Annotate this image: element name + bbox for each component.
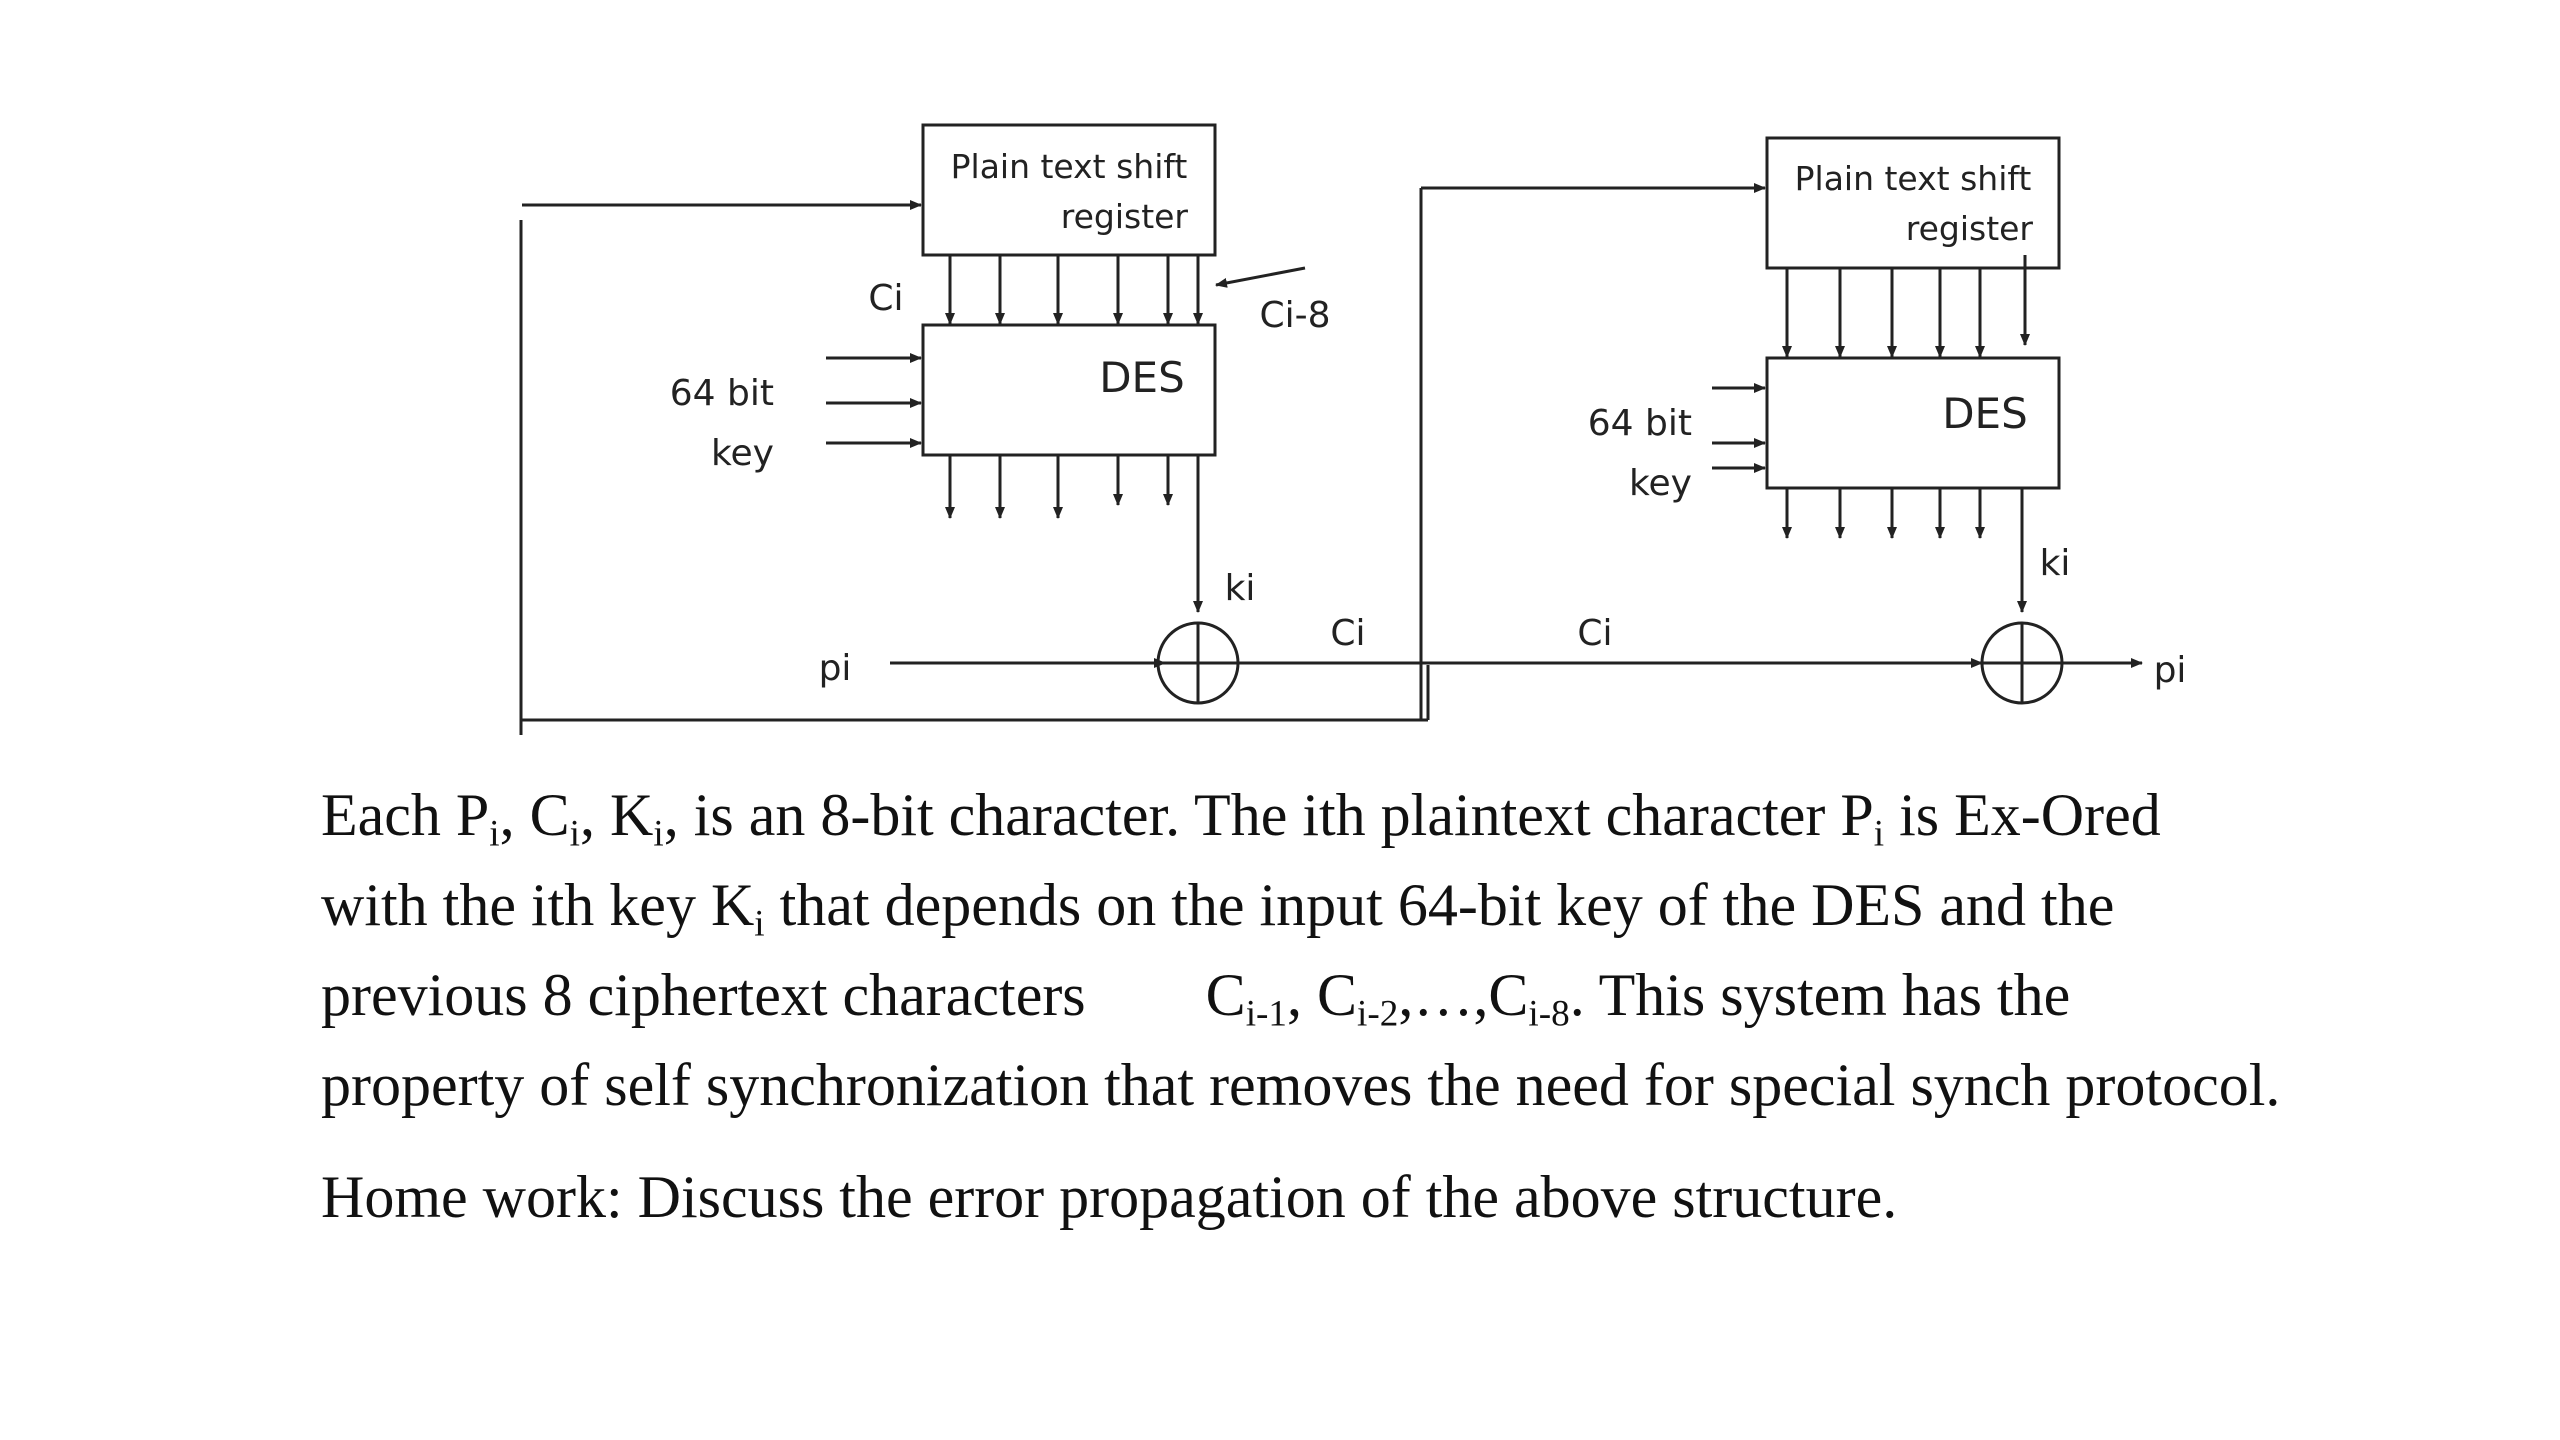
right-key-label-line1: 64 bit <box>1588 403 1692 444</box>
homework-line: Home work: Discuss the error propagation… <box>321 1164 1898 1230</box>
right-des-box <box>1765 356 2061 490</box>
decryptor <box>1419 136 2143 720</box>
left-key-label-line2: key <box>711 433 774 474</box>
encryptor <box>519 123 1983 735</box>
left-key-input-arrows <box>826 353 922 448</box>
left-des-box <box>921 323 1217 457</box>
decryptor-labels: Plain text shift register DES 64 bit key… <box>1577 159 2186 691</box>
left-ki-label: ki <box>1225 568 1256 609</box>
left-xor-symbol <box>1156 621 1240 705</box>
right-pi-out-label: pi <box>2154 650 2187 691</box>
caption-paragraph: Each Pi, Ci, Ki, is an 8-bit character. … <box>321 782 2281 1118</box>
left-register-label-line2: register <box>1061 197 1189 236</box>
left-register-to-des-arrows <box>945 255 1203 325</box>
left-des-output-arrows <box>945 455 1173 519</box>
left-ci8-pointer <box>1215 266 1306 288</box>
left-key-label-line1: 64 bit <box>670 373 774 414</box>
left-des-label: DES <box>1099 353 1185 402</box>
left-pi-label: pi <box>819 648 852 689</box>
left-register-label-line1: Plain text shift <box>951 147 1188 186</box>
right-register-label-line1: Plain text shift <box>1795 159 2032 198</box>
caption: Each Pi, Ci, Ki, is an 8-bit character. … <box>321 770 2281 1242</box>
encryptor-labels: Plain text shift register DES 64 bit key… <box>670 147 1366 689</box>
right-des-label: DES <box>1942 389 2028 438</box>
right-register-to-des-arrows <box>1782 255 2030 358</box>
left-shift-register-box <box>921 123 1217 257</box>
right-xor-symbol <box>1980 621 2064 705</box>
right-shift-register-box <box>1765 136 2061 270</box>
right-key-input-arrows <box>1712 383 1766 473</box>
right-ki-label: ki <box>2040 543 2071 584</box>
left-ci-out-label: Ci <box>1330 613 1365 654</box>
right-key-label-line2: key <box>1629 463 1692 504</box>
right-des-output-arrows <box>1782 488 1985 539</box>
left-ci-label: Ci <box>868 278 903 319</box>
left-ci8-label: Ci-8 <box>1259 295 1330 336</box>
right-register-label-line2: register <box>1906 209 2034 248</box>
right-ci-in-label: Ci <box>1577 613 1612 654</box>
